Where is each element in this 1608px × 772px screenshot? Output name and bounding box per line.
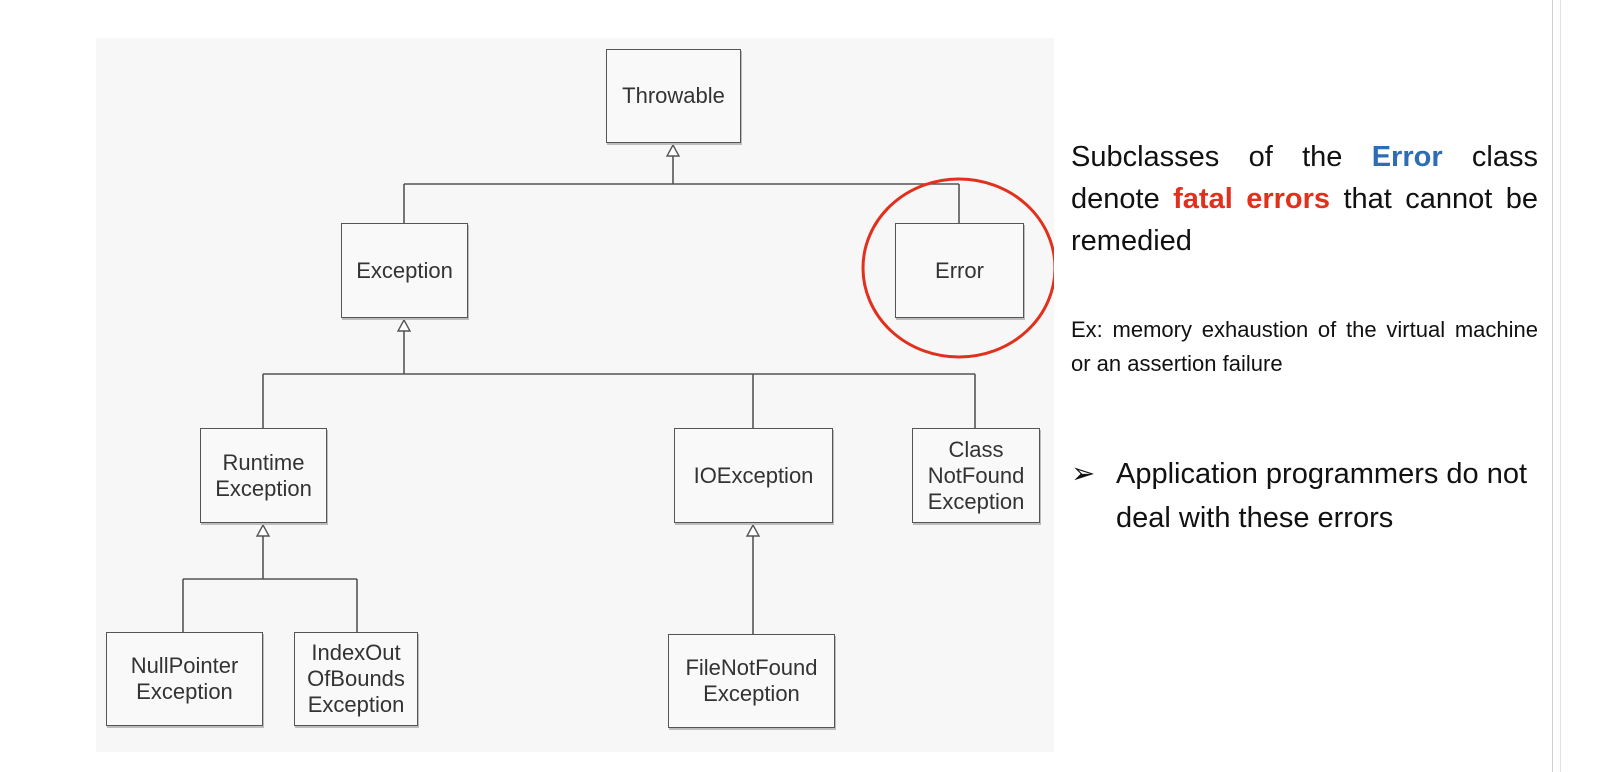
node-ioexception: IOException xyxy=(674,428,833,523)
diagram-panel: Throwable Exception Error Runtime Except… xyxy=(96,38,1054,752)
node-error: Error xyxy=(895,223,1024,318)
node-exception: Exception xyxy=(341,223,468,318)
arrow-bullet-icon: ➢ xyxy=(1071,458,1096,490)
example-text: Ex: memory exhaustion of the virtual mac… xyxy=(1071,317,1538,376)
inheritance-arrow xyxy=(396,318,412,332)
text-part: that cannot be remedied xyxy=(1071,183,1539,257)
inheritance-arrow xyxy=(745,523,761,537)
bullet-text: Application programmers do not deal with… xyxy=(1116,458,1528,534)
bullet-point: ➢ Application programmers do not deal wi… xyxy=(1071,452,1546,540)
inheritance-arrow xyxy=(255,523,271,537)
node-classnotfound-exception: Class NotFound Exception xyxy=(912,428,1040,523)
node-nullpointer-exception: NullPointer Exception xyxy=(106,632,263,726)
text-part: Subclasses of the xyxy=(1071,141,1372,173)
node-throwable: Throwable xyxy=(606,49,741,143)
inheritance-arrow xyxy=(665,143,681,157)
text-part: class denote xyxy=(1071,141,1538,215)
node-filenotfound-exception: FileNotFound Exception xyxy=(668,634,835,728)
error-highlight-circle xyxy=(861,177,1054,359)
error-description: Subclasses of the Error class denote fat… xyxy=(1071,136,1538,262)
node-runtime-exception: Runtime Exception xyxy=(200,428,327,523)
fatal-errors-keyword: fatal errors xyxy=(1173,183,1331,215)
node-indexoutofbounds-exception: IndexOut OfBounds Exception xyxy=(294,632,418,726)
connector-lines xyxy=(182,143,1054,634)
slide-edge-line xyxy=(1560,0,1561,772)
slide-edge-line xyxy=(1552,0,1553,772)
error-keyword: Error xyxy=(1371,141,1443,173)
